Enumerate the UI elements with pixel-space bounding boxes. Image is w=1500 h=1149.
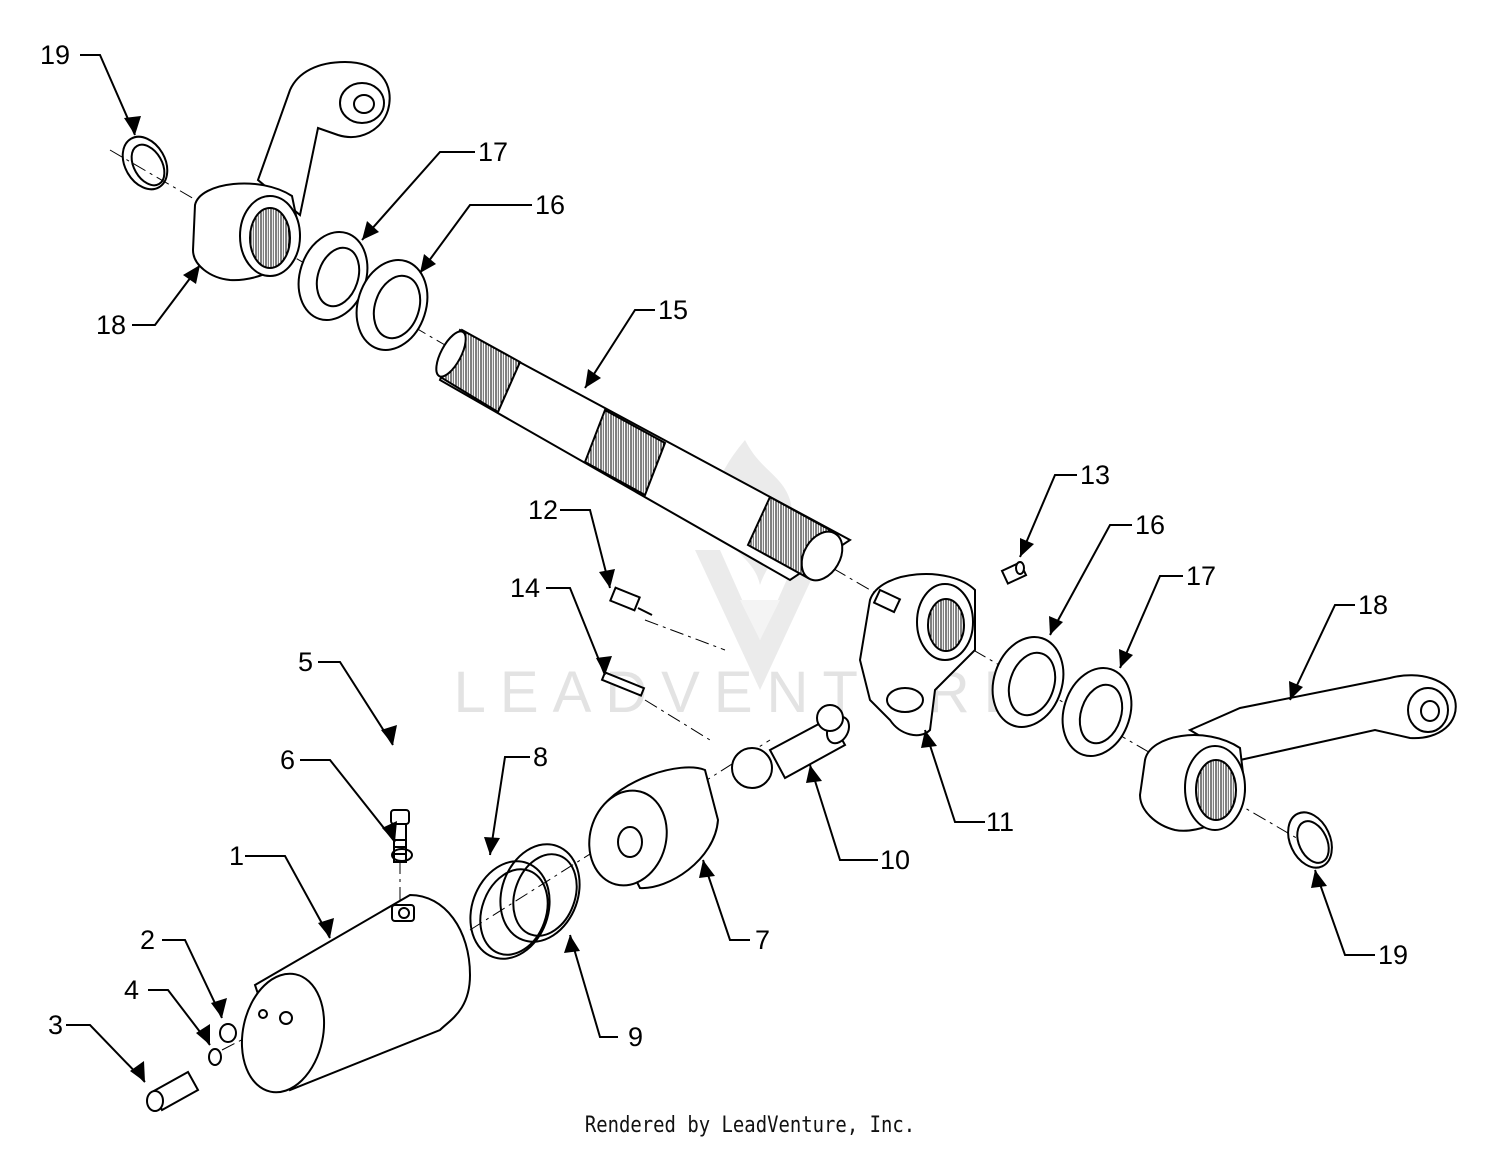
callout-3: 3 bbox=[48, 1010, 63, 1040]
callout-16-right: 16 bbox=[1135, 510, 1165, 540]
callout-16-top: 16 bbox=[535, 190, 565, 220]
part-18-steering-arm-right bbox=[1140, 675, 1456, 831]
callout-7: 7 bbox=[755, 925, 770, 955]
leader-lines bbox=[66, 54, 1375, 1083]
part-16-shim-washer-right bbox=[981, 628, 1074, 737]
callout-4: 4 bbox=[124, 975, 139, 1005]
part-18-steering-arm-left bbox=[193, 62, 390, 280]
part-16-shim-washer-left bbox=[345, 251, 438, 360]
callout-18-right: 18 bbox=[1358, 590, 1388, 620]
part-10-ball-stud bbox=[732, 705, 853, 788]
callout-13: 13 bbox=[1080, 460, 1110, 490]
callout-labels: 19 17 16 18 15 13 16 17 18 12 14 5 6 8 1… bbox=[40, 40, 1408, 1052]
part-3-bolt bbox=[147, 1072, 198, 1111]
callout-10: 10 bbox=[880, 845, 910, 875]
callout-17-right: 17 bbox=[1186, 561, 1216, 591]
part-6-o-ring bbox=[392, 849, 412, 861]
callout-12: 12 bbox=[528, 495, 558, 525]
callout-14: 14 bbox=[510, 573, 540, 603]
part-11-steering-housing bbox=[860, 574, 975, 735]
callout-17-top: 17 bbox=[478, 137, 508, 167]
part-19-retaining-ring-left bbox=[114, 129, 177, 197]
callout-18-top: 18 bbox=[96, 310, 126, 340]
callout-6: 6 bbox=[280, 745, 295, 775]
part-5-bolt bbox=[391, 810, 409, 862]
part-19-retaining-ring-right bbox=[1280, 805, 1341, 874]
part-15-splined-shaft bbox=[430, 327, 850, 587]
callout-15: 15 bbox=[658, 295, 688, 325]
callout-5: 5 bbox=[298, 647, 313, 677]
part-14-roll-pin bbox=[602, 672, 644, 695]
part-7-piston bbox=[579, 767, 718, 894]
callout-11: 11 bbox=[986, 807, 1014, 837]
part-8-backup-ring bbox=[457, 850, 563, 970]
part-13-grease-fitting bbox=[1002, 562, 1026, 584]
part-2-o-ring bbox=[220, 1024, 236, 1042]
part-4-washer bbox=[209, 1049, 221, 1065]
part-9-seal-ring bbox=[487, 833, 593, 953]
leader-arrowheads bbox=[124, 116, 1327, 1082]
part-17-thrust-washer-left bbox=[288, 223, 379, 329]
callout-19-top: 19 bbox=[40, 40, 70, 70]
callout-8: 8 bbox=[533, 742, 548, 772]
callout-19-right: 19 bbox=[1378, 940, 1408, 970]
footer-credit: Rendered by LeadVenture, Inc. bbox=[584, 1113, 916, 1138]
callout-2: 2 bbox=[140, 925, 155, 955]
part-17-thrust-washer-right bbox=[1052, 659, 1143, 765]
assembly-centerlines bbox=[109, 149, 1301, 1051]
callout-1: 1 bbox=[229, 841, 244, 871]
callout-9: 9 bbox=[628, 1022, 643, 1052]
part-1-cylinder-barrel bbox=[231, 895, 470, 1100]
part-12-fitting bbox=[610, 588, 652, 615]
